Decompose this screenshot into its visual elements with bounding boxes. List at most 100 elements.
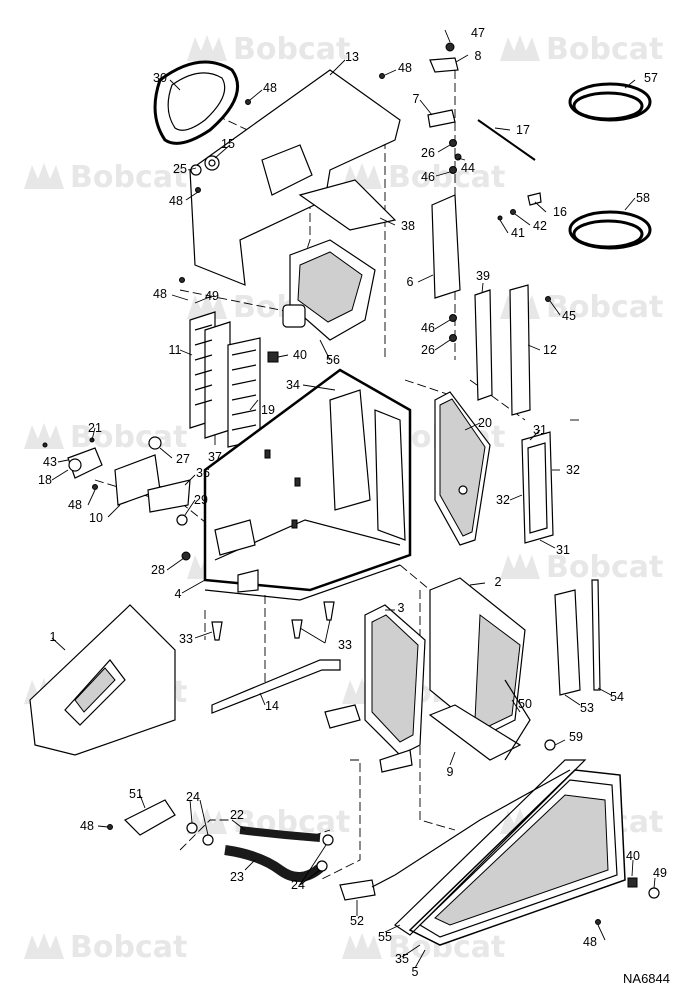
hose-clamp	[186, 822, 334, 872]
callout-12: 12	[543, 343, 557, 357]
callout-31: 31	[533, 423, 547, 437]
callout-48: 48	[398, 61, 412, 75]
watermark-logo: Bobcat	[185, 32, 350, 67]
watermark-logo: Bobcat	[340, 930, 505, 965]
outer-cover	[394, 759, 626, 946]
heater-hose	[224, 845, 324, 882]
callout-7: 7	[412, 92, 420, 106]
bobcat-logo-icon	[342, 933, 382, 959]
sensor	[339, 879, 376, 901]
callout-55: 55	[378, 930, 392, 944]
rod	[477, 119, 536, 161]
callout-3: 3	[397, 601, 405, 615]
callout-2: 2	[494, 575, 502, 589]
hose-coil	[568, 210, 652, 250]
callout-48: 48	[263, 81, 277, 95]
seal	[591, 579, 601, 691]
bobcat-logo-icon	[500, 35, 540, 61]
callout-53: 53	[580, 701, 594, 715]
clamp	[544, 739, 556, 751]
seal	[554, 589, 581, 696]
foam-strip	[474, 289, 493, 401]
callout-33: 33	[338, 638, 352, 652]
screw	[648, 887, 660, 899]
callout-34: 34	[286, 378, 300, 392]
blower-motor	[282, 239, 376, 341]
callout-6: 6	[406, 275, 414, 289]
callout-44: 44	[461, 161, 475, 175]
callout-9: 9	[446, 765, 454, 779]
callout-11: 11	[168, 343, 182, 357]
callout-16: 16	[553, 205, 567, 219]
callout-48: 48	[583, 935, 597, 949]
callout-18: 18	[38, 473, 52, 487]
callout-24: 24	[186, 790, 200, 804]
callout-26: 26	[421, 146, 435, 160]
drain-tube	[211, 659, 341, 714]
grommet	[204, 155, 220, 171]
plate	[431, 194, 461, 299]
heater-hose	[239, 826, 321, 842]
callout-35: 35	[395, 952, 409, 966]
callout-14: 14	[265, 699, 279, 713]
callout-48: 48	[153, 287, 167, 301]
callout-10: 10	[89, 511, 103, 525]
callout-48: 48	[169, 194, 183, 208]
callout-20: 20	[478, 416, 492, 430]
seal-frame	[521, 431, 554, 544]
callout-40: 40	[626, 849, 640, 863]
watermark-logo: Bobcat	[22, 160, 187, 195]
bobcat-logo-icon	[500, 553, 540, 579]
callout-29: 29	[194, 493, 208, 507]
callout-26: 26	[421, 343, 435, 357]
callout-49: 49	[205, 289, 219, 303]
callout-36: 36	[196, 466, 210, 480]
callout-46: 46	[421, 170, 435, 184]
clip	[267, 351, 279, 363]
callout-56: 56	[326, 353, 340, 367]
clip	[627, 877, 638, 888]
callout-31: 31	[556, 543, 570, 557]
drawing-code: NA6844	[623, 971, 670, 986]
callout-39: 39	[476, 269, 490, 283]
callout-13: 13	[345, 50, 359, 64]
sensor-wire	[504, 679, 531, 761]
grommet	[190, 164, 202, 176]
callout-17: 17	[516, 123, 530, 137]
bracket-strip	[509, 284, 531, 416]
gasket-ring	[153, 60, 240, 145]
callout-21: 21	[88, 421, 102, 435]
callout-52: 52	[350, 914, 364, 928]
callout-4: 4	[174, 587, 182, 601]
watermark-logo: Bobcat	[22, 930, 187, 965]
callout-49: 49	[653, 866, 667, 880]
callout-37: 37	[208, 450, 222, 464]
hose-coil	[568, 82, 652, 122]
watermark-logo: Bobcat	[498, 550, 663, 585]
evaporator-core	[429, 577, 526, 736]
callout-1: 1	[49, 630, 57, 644]
mounting-hardware	[67, 436, 191, 561]
callout-23: 23	[230, 870, 244, 884]
callout-30: 30	[153, 71, 167, 85]
callout-32: 32	[566, 463, 580, 477]
callout-48: 48	[80, 819, 94, 833]
perforated-plate	[428, 704, 522, 761]
callout-32: 32	[496, 493, 510, 507]
callout-40: 40	[293, 348, 307, 362]
callout-57: 57	[644, 71, 658, 85]
callout-59: 59	[569, 730, 583, 744]
drain-valve	[211, 601, 335, 641]
callout-47: 47	[471, 26, 485, 40]
callout-8: 8	[474, 49, 482, 63]
callout-45: 45	[562, 309, 576, 323]
callout-54: 54	[610, 690, 624, 704]
callout-58: 58	[636, 191, 650, 205]
bobcat-logo-icon	[24, 933, 64, 959]
bracket	[429, 57, 459, 73]
callout-46: 46	[421, 321, 435, 335]
bobcat-logo-icon	[24, 423, 64, 449]
callout-25: 25	[173, 162, 187, 176]
expansion-valve	[123, 799, 176, 836]
fasteners	[42, 42, 601, 925]
